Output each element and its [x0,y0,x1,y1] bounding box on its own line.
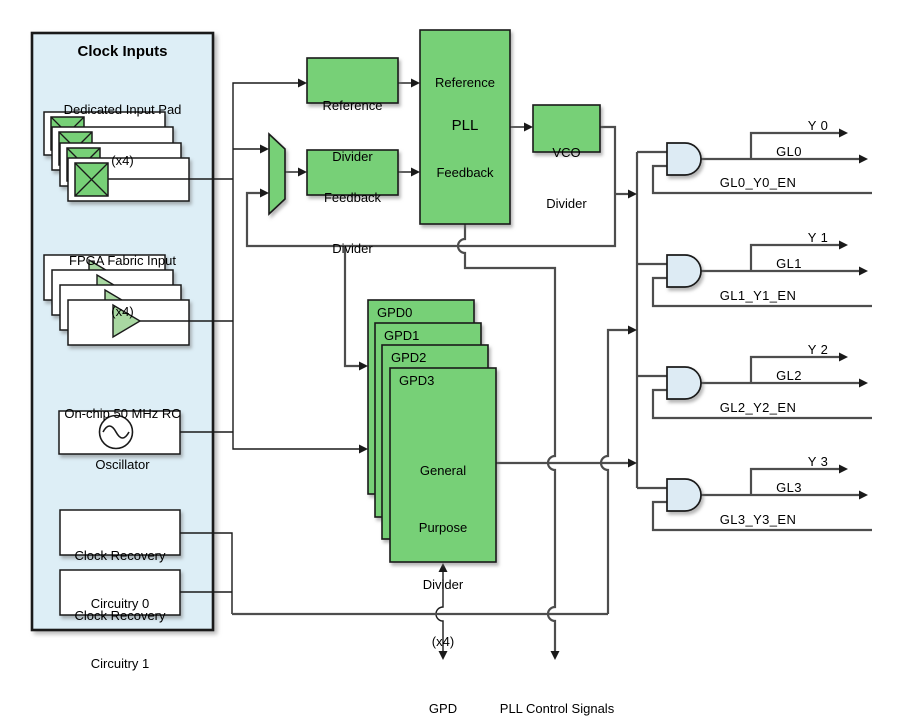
gpd-resets-label: GPD Resets [428,701,458,716]
wire-to-gpd-upper [343,246,359,368]
gpd-body-label: General Purpose Divider (x4) [418,463,468,649]
gpd-stack [367,299,497,563]
output-gl1-label: GL1 [776,256,802,271]
pll-block [419,29,511,225]
fabric-input-stack-icon [43,254,190,346]
pll-port-feedback: Feedback [436,165,494,180]
gpd3-block [389,367,497,563]
pll-title: PLL [451,117,479,134]
clock-recovery-1-label: Clock Recovery Circuitry 1 [74,608,166,671]
and-gate-1 [666,254,702,288]
wire-gate-row-2 [637,355,872,420]
vco-divider-block [532,104,601,153]
output-gl0-label: GL0 [776,144,802,159]
output-gl2-label: GL2 [776,368,802,383]
and-gate-2 [666,366,702,400]
wire-gate-row-0 [637,131,872,195]
output-y0-label: Y 0 [807,118,829,133]
clock-recovery-0-label: Clock Recovery Circuitry 0 [74,548,166,611]
wire-clock-recovery [180,532,233,614]
and-gates [666,142,702,512]
panel-title: Clock Inputs [77,43,168,60]
wire-gate-row-3 [637,467,872,532]
feedback-mux [268,132,286,216]
and-gate-3 [666,478,702,512]
oscillator-icon [58,410,181,455]
output-en2-label: GL2_Y2_EN [719,400,797,415]
output-y1-label: Y 1 [807,230,829,245]
reference-divider-block [306,57,399,104]
pll-control-label: PLL Control Signals (Lock and Resets) [499,701,615,716]
feedback-divider-label: Feedback Divider [323,190,382,256]
wire-input-bus [232,82,359,450]
gpd0-tab-label: GPD0 [377,305,413,320]
and-gate-0 [666,142,702,176]
fabric-input-label: FPGA Fabric Input (x4) [69,253,176,319]
gpd1-tab-label: GPD1 [384,328,420,343]
clock-recovery-1-box [59,569,181,616]
output-gl3-label: GL3 [776,480,802,495]
gpd2-tab-label: GPD2 [391,350,427,365]
wire-cr-riser [599,328,628,614]
wire-feedback-return [245,125,617,248]
wire-gate-row-1 [637,243,872,308]
arrowheads [260,78,868,660]
dedicated-pad-label: Dedicated Input Pad (x4) [63,102,182,168]
vco-divider-label: VCO Divider [546,145,587,211]
oscillator-label: On-chip 50 MHz RC Oscillator [64,406,181,472]
feedback-divider-block [306,149,399,196]
gpd3-tab-label: GPD3 [399,373,435,388]
pll-port-reference: Reference [435,75,495,90]
output-en0-label: GL0_Y0_EN [719,175,797,190]
output-en3-label: GL3_Y3_EN [719,512,797,527]
output-y2-label: Y 2 [807,342,829,357]
output-y3-label: Y 3 [807,454,829,469]
reference-divider-label: Reference Divider [322,98,383,164]
output-en1-label: GL1_Y1_EN [719,288,797,303]
